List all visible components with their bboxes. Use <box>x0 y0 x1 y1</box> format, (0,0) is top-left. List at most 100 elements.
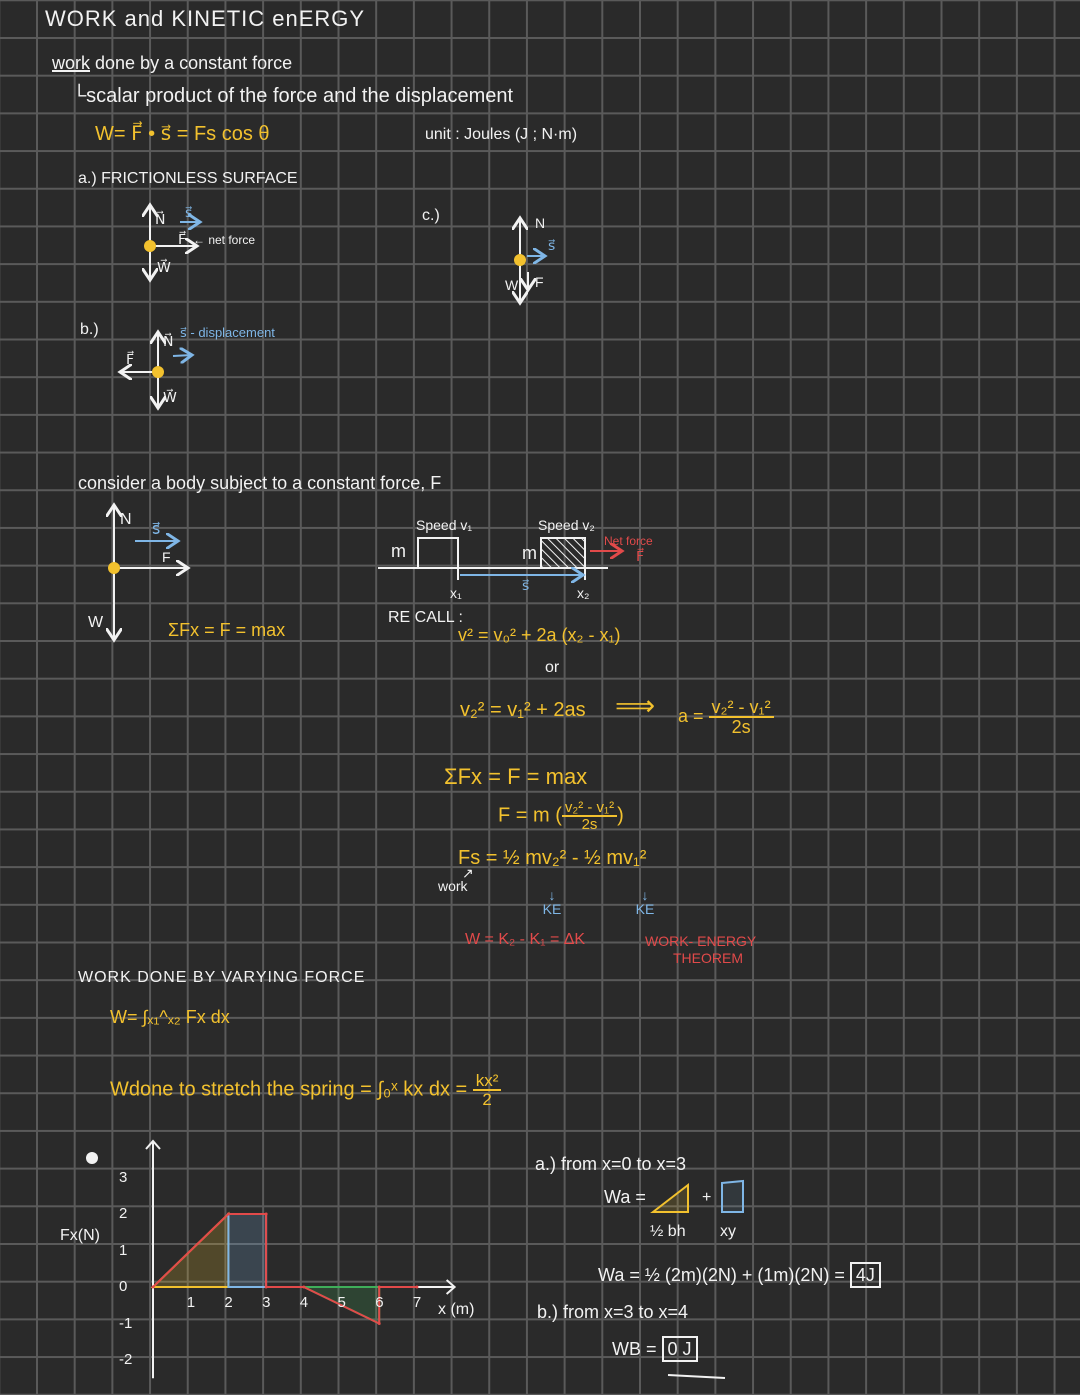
theorem-name: WORK- ENERGY <box>645 933 757 949</box>
y-tick-label: 2 <box>119 1205 128 1222</box>
work-constant-force-heading: work done by a constant force <box>52 54 292 72</box>
y-tick-label: -1 <box>119 1314 133 1332</box>
consider-text: consider a body subject to a constant fo… <box>78 473 442 493</box>
newton-eq: ΣFx = F = max <box>444 764 588 789</box>
x-tick-label: 4 <box>299 1294 309 1311</box>
plus-sign: + <box>702 1189 712 1206</box>
work-formula: W= F⃗ • s⃗ = Fs cos θ <box>95 123 270 145</box>
y-axis-arrow <box>145 1139 161 1150</box>
y-tick-label: -2 <box>119 1351 133 1368</box>
net-force-vector: F⃗ <box>636 548 645 564</box>
varying-force-heading: WORK DONE BY VARYING FORCE <box>78 969 366 986</box>
x-tick-label: 5 <box>337 1294 346 1311</box>
data-point <box>377 1322 381 1325</box>
x-tick-label: 6 <box>375 1294 384 1311</box>
data-point <box>264 1212 268 1216</box>
part-a-label: a.) from x=0 to x=3 <box>535 1154 687 1174</box>
newton-second-law: ΣFx = F = max <box>168 620 286 640</box>
recall-label: RE CALL : <box>388 609 463 626</box>
page-title: WORK and KINETIC enERGY <box>45 6 366 31</box>
x-axis-arrow <box>445 1279 457 1295</box>
spring-work-eq: Wdone to stretch the spring = ∫₀ˣ kx dx … <box>110 1072 502 1108</box>
y-tick-label: 1 <box>119 1241 128 1259</box>
force-label: F <box>535 274 544 290</box>
y-tick-label: 0 <box>119 1278 128 1295</box>
triangle-area-formula: ½ bh <box>650 1223 686 1240</box>
speed1-label: Speed v₁ <box>416 517 473 533</box>
normal-label: N <box>120 511 132 528</box>
displacement-label: s⃗ <box>522 577 530 593</box>
displacement-label: s⃗ <box>185 204 193 220</box>
net-force-label: Net force <box>604 534 653 548</box>
data-point <box>226 1212 230 1216</box>
wb-calculation: WB = 0 J <box>612 1336 698 1362</box>
case-c-label: c.) <box>422 207 440 224</box>
x-tick-label: 1 <box>186 1294 196 1311</box>
heading-rest: done by a constant force <box>90 53 293 73</box>
normal-label: N⃗ <box>163 333 174 349</box>
varying-work-integral: W= ∫ₓ₁^ₓ₂ Fx dx <box>110 1007 230 1027</box>
weight-label: W⃗ <box>157 259 171 275</box>
force-label: F⃗ <box>126 351 135 367</box>
displacement-label: s⃗ <box>548 237 556 253</box>
theorem-name: THEOREM <box>673 950 743 966</box>
definition: └scalar product of the force and the dis… <box>72 85 514 107</box>
mass-label: m <box>391 541 406 561</box>
moving-block-diagram <box>378 537 622 580</box>
work-arrow: ↗ <box>462 865 474 881</box>
case-b-label: b.) <box>80 321 99 338</box>
x-tick-label: 7 <box>412 1294 422 1311</box>
free-body-diagram-a <box>144 205 200 280</box>
y-tick-label: 3 <box>119 1168 128 1186</box>
y-axis-label: Fx(N) <box>60 1227 100 1244</box>
x1-label: x₁ <box>450 585 462 601</box>
underline-stroke <box>667 1374 726 1379</box>
x-axis-label: x (m) <box>438 1301 475 1318</box>
data-point <box>151 1285 155 1289</box>
force-curve <box>152 1213 417 1325</box>
mini-shapes <box>650 1179 744 1213</box>
weight-label: W⃗ <box>163 389 177 405</box>
or-text: or <box>545 659 560 676</box>
kinematic-eq-2: v₂² = v₁² + 2as <box>460 699 586 721</box>
displacement-label: s⃗ <box>152 521 161 538</box>
wb-result: 0 J <box>661 1336 698 1362</box>
kinematic-eq-1: v² = v₀² + 2a (x₂ - x₁) <box>458 625 621 645</box>
normal-label: N⃗ <box>155 211 166 227</box>
data-point <box>264 1285 268 1289</box>
rectangle-area-formula: xy <box>720 1223 736 1240</box>
wa-result: 4J <box>849 1262 881 1288</box>
displacement-label: s⃗ - displacement <box>180 325 275 340</box>
part-b-label: b.) from x=3 to x=4 <box>537 1302 689 1322</box>
x2-label: x₂ <box>577 585 590 601</box>
wa-calculation: Wa = ½ (2m)(2N) + (1m)(2N) = 4J <box>598 1262 881 1288</box>
normal-label: N <box>535 215 546 231</box>
implies-arrow: ⟹ <box>615 690 656 721</box>
free-body-diagram-b <box>120 332 192 408</box>
weight-label: W <box>505 277 519 293</box>
wa-label: Wa = <box>604 1187 646 1207</box>
case-a-label: a.) FRICTIONLESS SURFACE <box>78 170 298 187</box>
free-body-diagram-body <box>108 505 188 640</box>
free-body-diagram-c <box>514 218 545 303</box>
ke-note: ↓ KE <box>542 887 562 917</box>
data-point <box>377 1285 381 1289</box>
unit-text: unit : Joules (J ; N·m) <box>425 126 578 143</box>
ke-note: ↓ KE <box>635 887 655 917</box>
data-point <box>302 1285 306 1289</box>
data-point <box>415 1285 419 1289</box>
bullet <box>86 1152 98 1164</box>
x-tick-label: 3 <box>262 1294 271 1311</box>
force-graph <box>145 1139 457 1379</box>
work-note: work <box>438 878 468 894</box>
force-label: F <box>162 549 171 565</box>
work-ke-eq: Fs = ½ mv₂² - ½ mv₁² <box>458 847 647 869</box>
x-tick-label: 2 <box>224 1294 233 1311</box>
weight-label: W <box>88 614 104 631</box>
work-underlined: work <box>52 53 91 73</box>
mass-label: m <box>522 543 537 563</box>
work-energy-eq: W = K₂ - K₁ = ΔK <box>465 931 586 948</box>
force-label: F⃗ <box>178 231 187 247</box>
